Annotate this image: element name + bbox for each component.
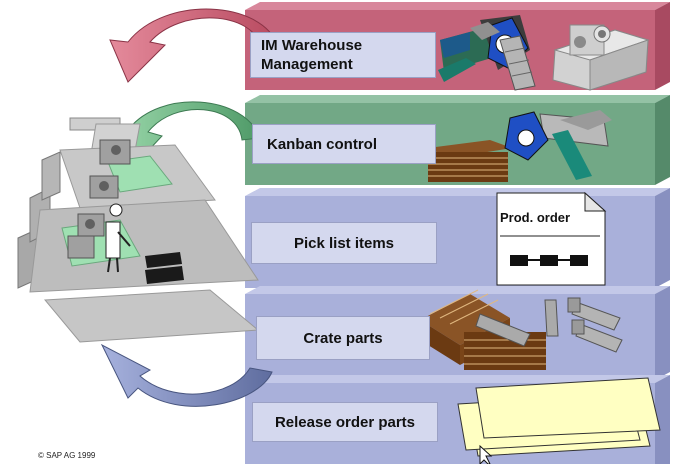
copyright-text: © SAP AG 1999 [38, 451, 96, 460]
blue-curved-arrow [100, 343, 273, 407]
machined-block-icon [552, 24, 650, 91]
label-kanban-control: Kanban control [252, 124, 436, 164]
label-im-warehouse: IM Warehouse Management [250, 32, 436, 78]
label-release-order-parts: Release order parts [252, 402, 438, 442]
mouse-cursor-icon-2 [479, 444, 493, 464]
pink-curved-arrow [109, 8, 279, 83]
label-im-warehouse-line1: IM Warehouse [261, 37, 363, 54]
kanban-crate-icon [428, 140, 512, 182]
prod-order-document [496, 191, 607, 286]
prod-order-title: Prod. order [500, 210, 571, 225]
factory-illustration [17, 117, 260, 343]
label-crate-parts: Crate parts [256, 316, 430, 360]
screws-icon [475, 297, 623, 353]
label-pick-list-items: Pick list items [251, 222, 437, 264]
kanban-bolt-icon [504, 110, 612, 180]
yellow-papers-icon [457, 377, 661, 457]
label-im-warehouse-line2: Management [261, 56, 353, 73]
bolt-nut-icon [438, 15, 536, 91]
